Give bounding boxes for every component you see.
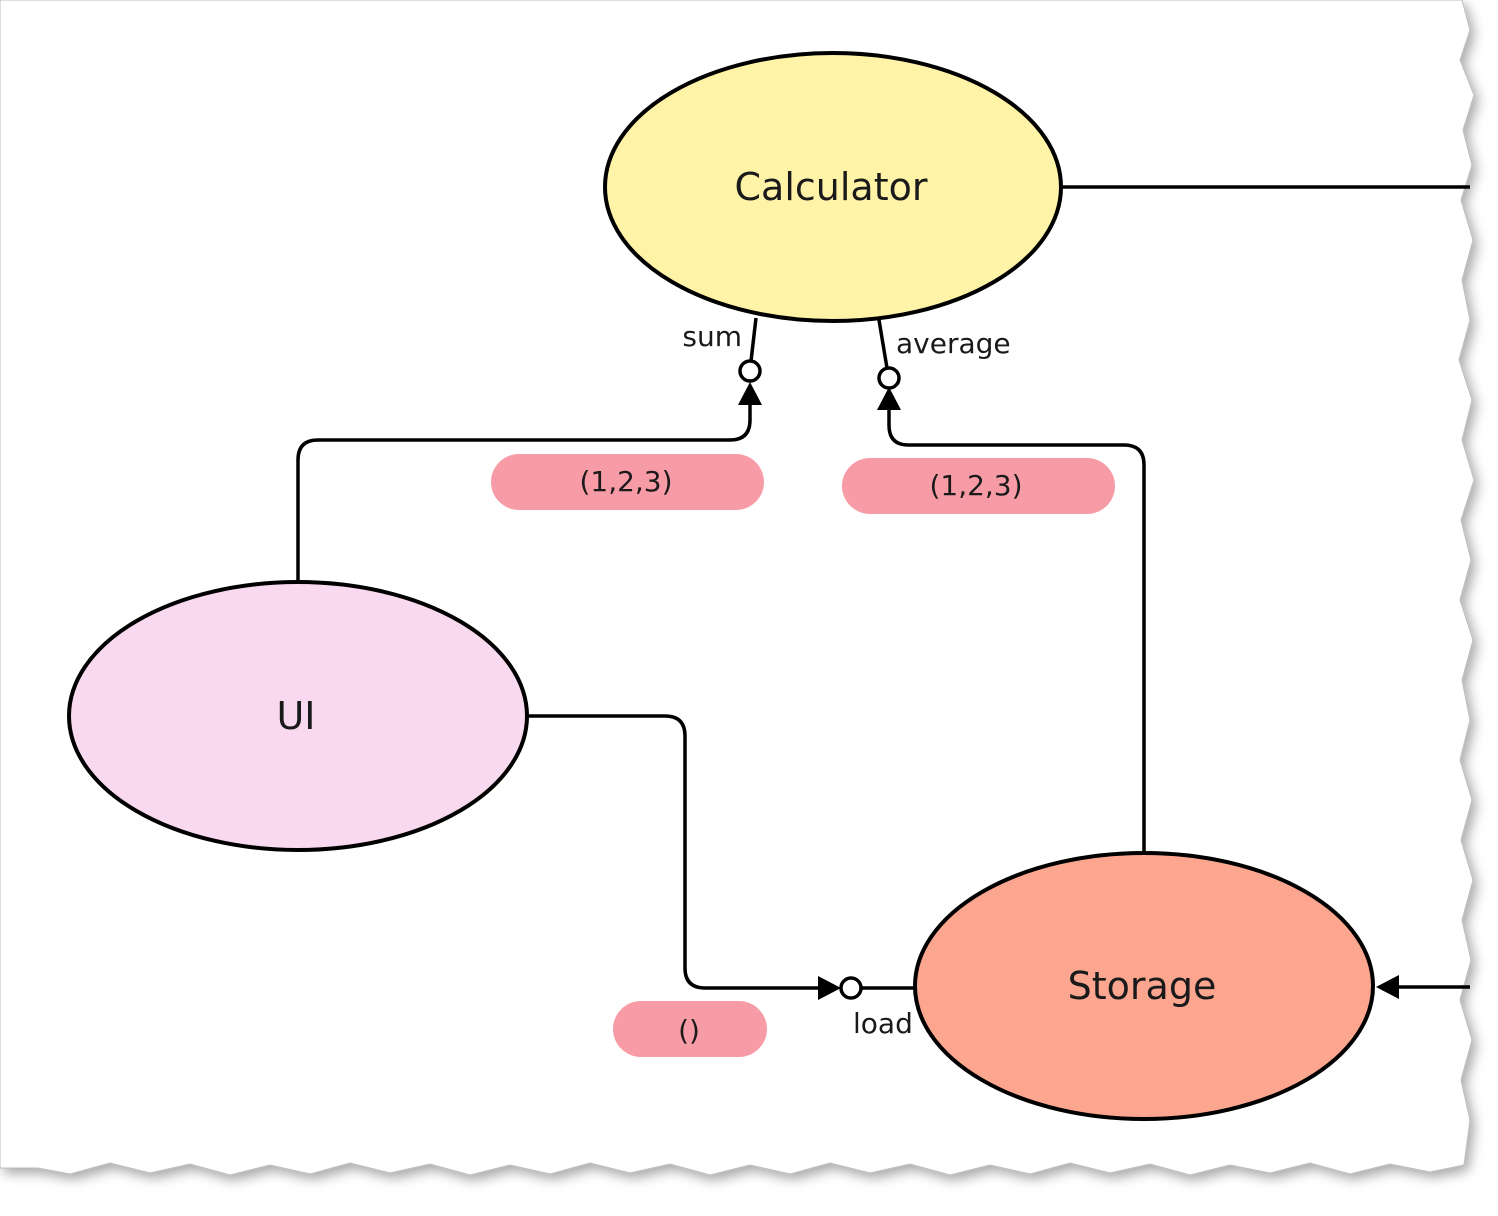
calculator-ellipse <box>603 51 1063 323</box>
message-pill-bg <box>613 1001 767 1057</box>
storage-label: Storage <box>1068 964 1217 1008</box>
storage-ellipse <box>913 851 1375 1121</box>
port-stub-average <box>877 319 889 369</box>
node-calculator[interactable]: Calculator <box>603 51 1063 323</box>
node-ui[interactable]: UI <box>67 580 529 852</box>
port-circle-average[interactable] <box>877 366 901 390</box>
message-pill-bg <box>491 454 764 510</box>
port-stub-sum <box>749 317 758 362</box>
port-circle-load[interactable] <box>839 976 863 1000</box>
arrowhead-storage-right <box>1376 975 1399 999</box>
port-label-sum: sum <box>682 320 742 353</box>
arrowhead-average <box>877 387 901 410</box>
port-label-load: load <box>853 1007 913 1040</box>
arrowhead-load <box>818 976 841 1000</box>
connector-ui-sum <box>296 404 752 582</box>
message-ui-load: () <box>678 1014 700 1047</box>
node-storage[interactable]: Storage <box>913 851 1375 1121</box>
message-ui-sum: (1,2,3) <box>579 465 672 498</box>
port-circle-sum[interactable] <box>738 359 762 383</box>
message-pill-bg <box>842 458 1115 514</box>
ui-ellipse <box>67 580 529 852</box>
calculator-label: Calculator <box>735 165 928 209</box>
connector-storage-average <box>887 410 1146 853</box>
message-pill-ui-sum[interactable]: (1,2,3) <box>491 454 764 510</box>
ui-label: UI <box>276 694 315 738</box>
connector-ui-load <box>527 714 820 990</box>
message-storage-average: (1,2,3) <box>929 469 1022 502</box>
message-pill-ui-load[interactable]: () <box>613 1001 767 1057</box>
arrowhead-sum <box>738 382 762 405</box>
port-label-average: average <box>896 327 1011 360</box>
message-pill-storage-average[interactable]: (1,2,3) <box>842 458 1115 514</box>
